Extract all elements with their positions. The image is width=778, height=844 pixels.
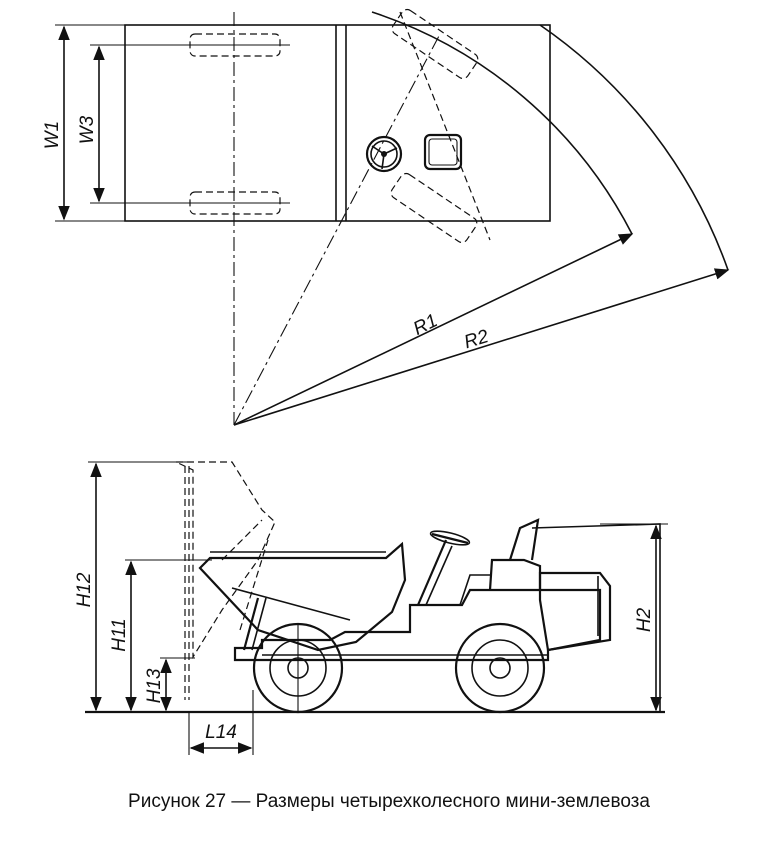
w3-label: W3 xyxy=(77,115,98,144)
side-view xyxy=(85,461,668,755)
h11-label: H11 xyxy=(109,618,130,651)
rear-wheel-bottom xyxy=(189,191,281,215)
r2-label: R2 xyxy=(462,326,492,353)
top-view xyxy=(55,8,730,426)
figure-caption: Рисунок 27 — Размеры четырехколесного ми… xyxy=(128,791,650,812)
r2-turn-arc xyxy=(539,24,729,271)
h13-label: H13 xyxy=(144,668,165,703)
w1-label: W1 xyxy=(42,121,63,150)
rear-wheel-top xyxy=(189,33,281,57)
front-wheel-bottom xyxy=(390,172,478,244)
dumper-dimension-drawing: W1 W3 R1 R2 xyxy=(42,8,730,755)
front-wheel-top xyxy=(391,8,479,80)
tipped-skip-outline xyxy=(175,461,276,660)
front-wheel-side xyxy=(454,622,546,714)
seat-top xyxy=(423,133,463,171)
rear-wheel-side xyxy=(252,622,344,714)
r1-turn-arc xyxy=(371,11,633,235)
steering-column xyxy=(416,539,448,606)
h2-label: H2 xyxy=(634,607,655,632)
skip-lowered xyxy=(198,541,407,652)
r1-label: R1 xyxy=(410,310,441,340)
operator-seat xyxy=(488,558,542,591)
top-view-body-outline xyxy=(124,24,551,222)
h12-label: H12 xyxy=(74,572,95,607)
engine-cover xyxy=(538,571,612,652)
l14-label: L14 xyxy=(205,722,237,743)
steering-wheel-icon xyxy=(365,135,403,173)
